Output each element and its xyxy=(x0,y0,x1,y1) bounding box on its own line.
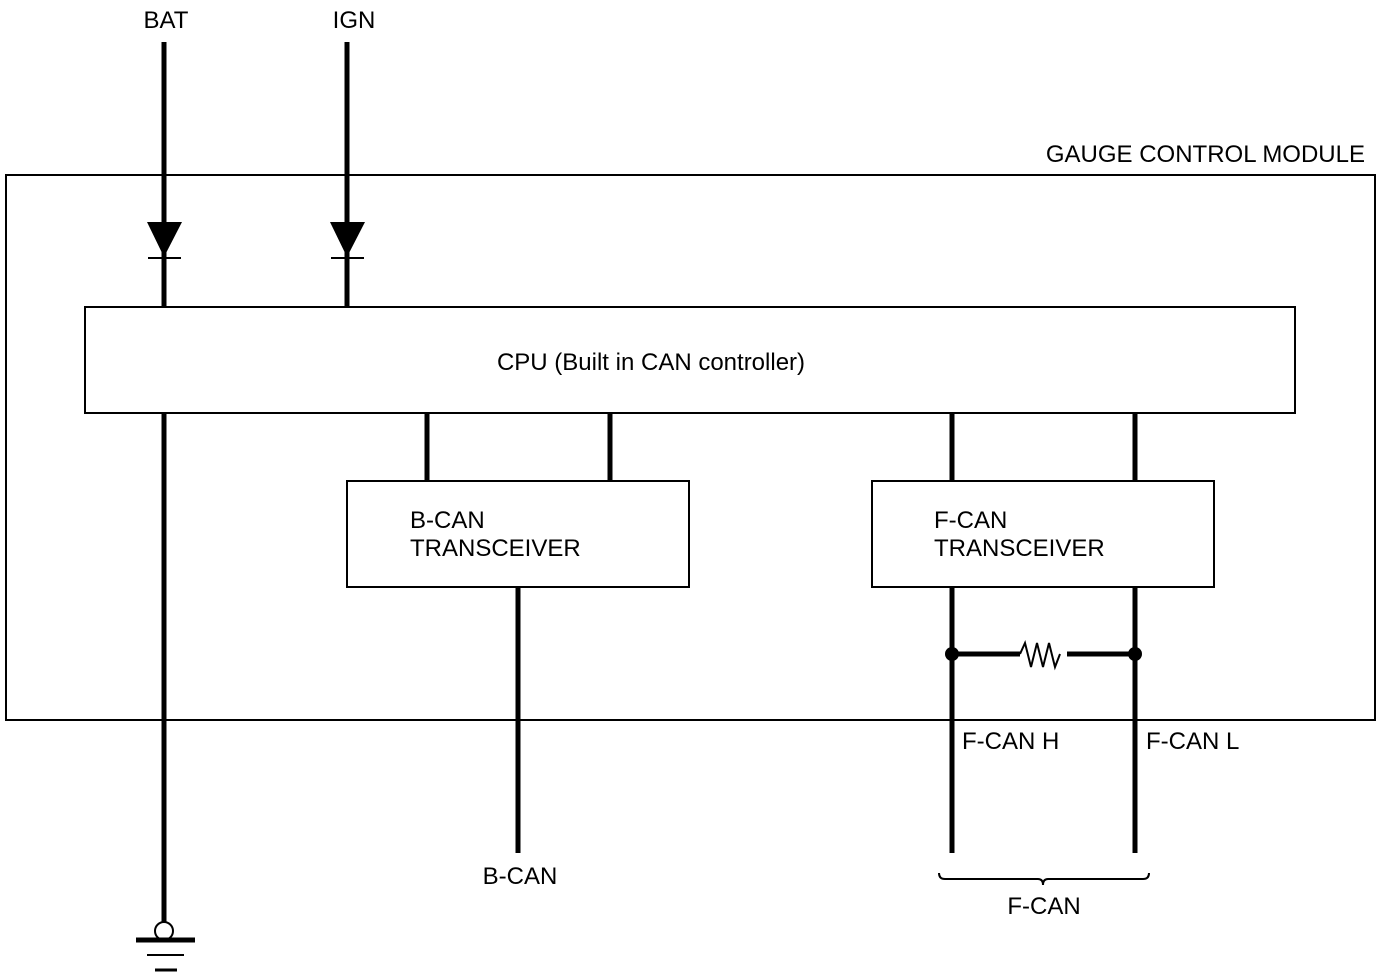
module-title: GAUGE CONTROL MODULE xyxy=(1046,141,1365,168)
f-can-brace-icon xyxy=(938,872,1150,886)
ground-icon xyxy=(136,921,195,972)
termination-resistor-icon xyxy=(945,639,1142,671)
bat-label: BAT xyxy=(144,7,189,34)
f-can-group-label: F-CAN xyxy=(1007,893,1080,920)
b-can-label: B-CAN xyxy=(483,863,558,890)
f-can-l-label: F-CAN L xyxy=(1146,728,1239,755)
module-outline xyxy=(5,174,1376,721)
ign-label: IGN xyxy=(333,7,376,34)
f-can-transceiver-block xyxy=(871,480,1215,588)
b-can-transceiver-block xyxy=(346,480,690,588)
b-can-transceiver-line2: TRANSCEIVER xyxy=(410,535,581,562)
bat-diode-icon xyxy=(147,222,182,259)
f-can-transceiver-line1: F-CAN xyxy=(934,507,1007,534)
b-can-transceiver-line1: B-CAN xyxy=(410,507,485,534)
ign-diode-icon xyxy=(330,222,365,259)
cpu-block xyxy=(84,306,1296,414)
f-can-transceiver-line2: TRANSCEIVER xyxy=(934,535,1105,562)
cpu-label: CPU (Built in CAN controller) xyxy=(497,349,805,376)
f-can-h-label: F-CAN H xyxy=(962,728,1059,755)
